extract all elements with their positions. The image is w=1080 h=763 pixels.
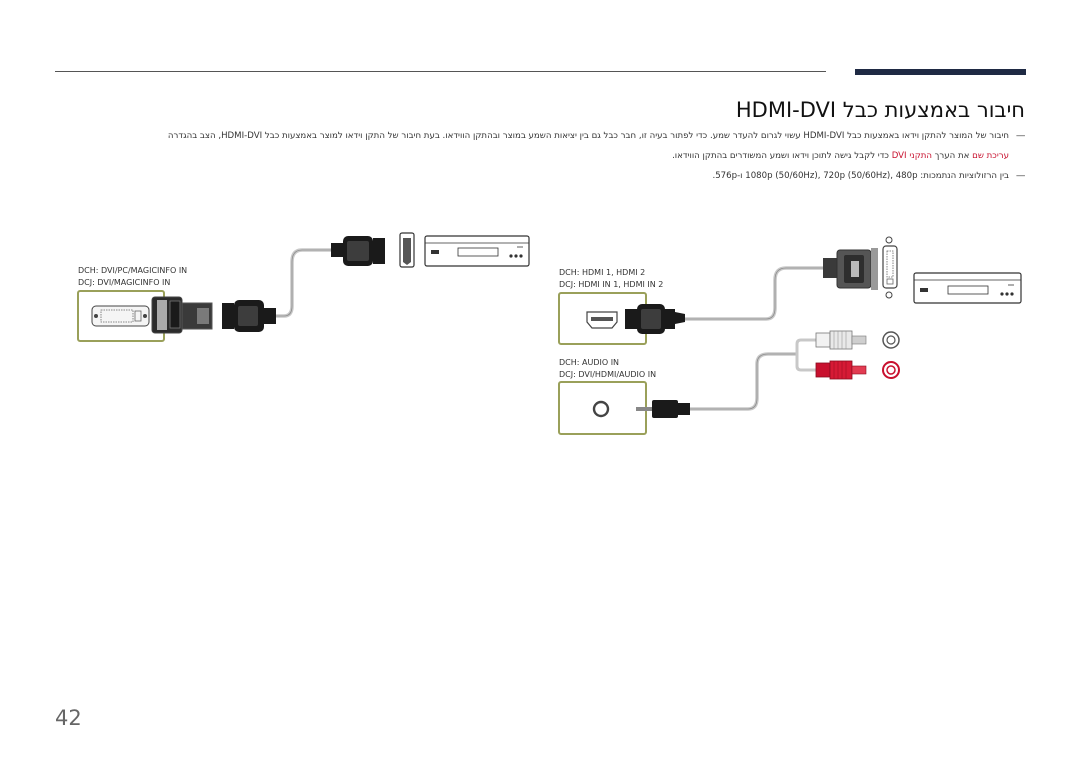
audio-port-label: DCH: AUDIO IN DCJ: DVI/HDMI/AUDIO IN — [559, 357, 656, 381]
note-end-text: כדי לקבל גישה לתוכן וידאו ושמע המשודרים … — [672, 151, 892, 161]
left-port-label-dcj: DCJ: DVI/MAGICINFO IN — [78, 278, 171, 287]
page-title: חיבור באמצעות כבל HDMI-DVI — [735, 98, 1025, 122]
header-rule — [55, 71, 826, 72]
source-device-icon — [424, 235, 530, 267]
hdmi-port-icon — [586, 311, 618, 329]
rca-red-plug-icon — [815, 360, 867, 380]
rca-white-plug-icon — [815, 330, 867, 350]
note-edit-name: עריכת שם את הערך התקני DVI כדי לקבל גישה… — [50, 146, 1025, 166]
left-port-label: DCH: DVI/PC/MAGICINFO IN DCJ: DVI/MAGICI… — [78, 265, 187, 289]
audio-port-label-dcj: DCJ: DVI/HDMI/AUDIO IN — [559, 370, 657, 379]
source-device-icon — [913, 272, 1022, 304]
audio-port-label-dch: DCH: AUDIO IN — [559, 358, 620, 367]
hdmi-port-label-dcj: DCJ: HDMI IN 1, HDMI IN 2 — [559, 280, 664, 289]
note-mid-text: את הערך — [932, 151, 973, 161]
left-port-label-dch: DCH: DVI/PC/MAGICINFO IN — [78, 266, 188, 275]
hdmi-port-label-dch: DCH: HDMI 1, HDMI 2 — [559, 268, 646, 277]
note-audio-text: חיבור של המוצר להתקן וידאו באמצעות כבל H… — [167, 131, 1009, 141]
note-resolutions-text: בין הרזולוציות הנתמכות: 1080p (50/60Hz),… — [712, 171, 1009, 181]
edit-name-setting: עריכת שם — [972, 151, 1009, 161]
note-resolutions: ― בין הרזולוציות הנתמכות: 1080p (50/60Hz… — [50, 166, 1025, 186]
audio-jack-icon — [592, 400, 610, 418]
dvi-port-icon — [91, 305, 150, 327]
hdmi-plug-icon — [625, 304, 685, 334]
note-dash-icon: ― — [1016, 131, 1025, 141]
dvi-plug-icon — [823, 248, 878, 290]
notes-block: ― חיבור של המוצר להתקן וידאו באמצעות כבל… — [50, 126, 1025, 186]
note-audio: ― חיבור של המוצר להתקן וידאו באמצעות כבל… — [50, 126, 1025, 146]
hdmi-plug-icon — [222, 300, 276, 332]
left-cable — [276, 248, 343, 318]
dvi-adapter-icon — [151, 296, 213, 334]
rca-red-socket-icon — [882, 361, 900, 379]
hdmi-dvi-cable — [685, 266, 823, 321]
rca-white-socket-icon — [882, 331, 900, 349]
audio-cable — [690, 352, 797, 411]
header-accent-bar — [855, 69, 1026, 75]
hdmi-socket-icon — [399, 232, 415, 268]
hdmi-plug-source-icon — [331, 236, 385, 266]
note-dash-icon: ― — [1016, 171, 1025, 181]
audio-plug-icon — [636, 400, 690, 418]
dvi-devices-value: התקני DVI — [891, 151, 933, 161]
dvi-socket-icon — [882, 236, 898, 299]
hdmi-port-label: DCH: HDMI 1, HDMI 2 DCJ: HDMI IN 1, HDMI… — [559, 267, 663, 291]
page-number: 42 — [55, 706, 82, 730]
